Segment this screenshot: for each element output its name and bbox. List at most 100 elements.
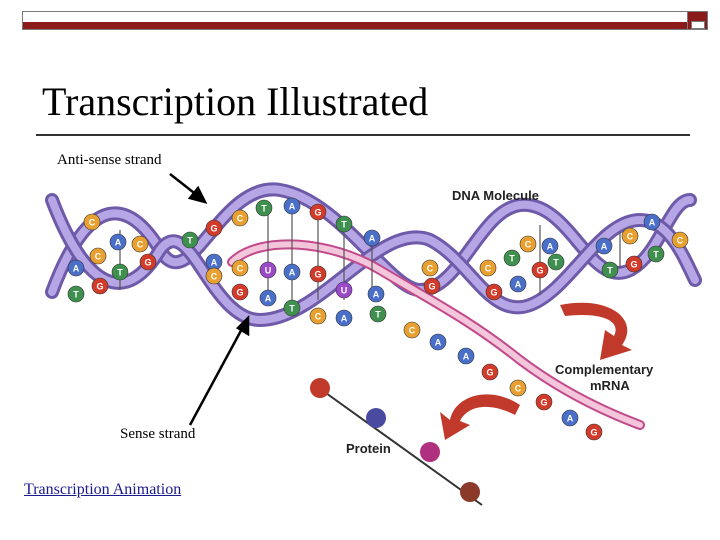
- nucleotide-bead: [283, 263, 301, 281]
- nucleotide-bead: [67, 285, 85, 303]
- nucleotide-letter: T: [187, 236, 193, 246]
- nucleotide-bead: [479, 259, 497, 277]
- red-curved-arrows: [440, 302, 632, 440]
- nucleotide-bead: [309, 307, 327, 325]
- nucleotide-letter: A: [211, 258, 218, 268]
- nucleotide-letter: U: [265, 266, 272, 276]
- nucleotide-letter: A: [289, 268, 296, 278]
- top-decorative-bar: [22, 11, 708, 30]
- nucleotide-bead: [283, 299, 301, 317]
- nucleotide-bead: [671, 231, 689, 249]
- nucleotide-letter: G: [144, 258, 151, 268]
- nucleotide-bead: [231, 209, 249, 227]
- nucleotide-bead: [503, 249, 521, 267]
- nucleotide-letter: G: [630, 260, 637, 270]
- protein-chain: [310, 378, 483, 506]
- nucleotide-letter: G: [314, 270, 321, 280]
- nucleotide-bead: [585, 423, 603, 441]
- nucleotide-letter: A: [567, 414, 574, 424]
- nucleotide-bead: [67, 259, 85, 277]
- nucleotide-bead: [421, 259, 439, 277]
- nucleotide-letter: A: [341, 314, 348, 324]
- nucleotide-bead: [205, 219, 223, 237]
- nucleotide-letter: T: [117, 268, 123, 278]
- nucleotide-letter: C: [237, 214, 244, 224]
- pointer-arrows: [169, 173, 250, 426]
- nucleotide-bead: [89, 247, 107, 265]
- nucleotide-letter: C: [237, 264, 244, 274]
- nucleotide-bead: [259, 261, 277, 279]
- nucleotide-bead: [335, 281, 353, 299]
- nucleotide-letter: A: [265, 294, 272, 304]
- nucleotide-bead: [601, 261, 619, 279]
- nucleotide-bead: [457, 347, 475, 365]
- nucleotide-letter: C: [515, 384, 522, 394]
- nucleotide-bead: [625, 255, 643, 273]
- nucleotide-bead: [647, 245, 665, 263]
- nucleotide-letter: C: [627, 232, 634, 242]
- nucleotide-letter: U: [341, 286, 348, 296]
- nucleotide-bead: [91, 277, 109, 295]
- nucleotide-letter: C: [427, 264, 434, 274]
- nucleotide-bead: [369, 305, 387, 323]
- nucleotide-letter: T: [73, 290, 79, 300]
- nucleotide-letter: G: [590, 428, 597, 438]
- nucleotide-letter: C: [409, 326, 416, 336]
- nucleotide-bead: [109, 233, 127, 251]
- nucleotide-letter: C: [89, 218, 96, 228]
- nucleotide-bead: [231, 259, 249, 277]
- nucleotide-bead: [131, 235, 149, 253]
- nucleotide-letter: A: [115, 238, 122, 248]
- nucleotide-bead: [423, 277, 441, 295]
- protein-label: Protein: [346, 441, 391, 456]
- nucleotide-letter: T: [289, 304, 295, 314]
- nucleotide-letter: G: [490, 288, 497, 298]
- dna-backbone: [45, 182, 702, 430]
- nucleotide-letter: G: [540, 398, 547, 408]
- nucleotide-bead: [429, 333, 447, 351]
- nucleotide-letter: A: [547, 242, 554, 252]
- nucleotide-letter: A: [601, 242, 608, 252]
- arrow-to-mrna-icon: [560, 302, 632, 360]
- nucleotide-bead: [519, 235, 537, 253]
- nucleotide-letter: A: [515, 280, 522, 290]
- nucleotide-bead: [547, 253, 565, 271]
- nucleotide-letter: G: [210, 224, 217, 234]
- nucleotide-bead: [561, 409, 579, 427]
- sense-strand-label: Sense strand: [120, 426, 196, 442]
- nucleotide-letter: A: [373, 290, 380, 300]
- nucleotide-letter: C: [315, 312, 322, 322]
- nucleotide-bead: [367, 285, 385, 303]
- nucleotide-bead: [481, 363, 499, 381]
- nucleotide-bead: [485, 283, 503, 301]
- nucleotide-letter: T: [375, 310, 381, 320]
- nucleotide-letter: G: [486, 368, 493, 378]
- title-divider: [36, 134, 690, 136]
- nucleotide-bead: [335, 309, 353, 327]
- transcription-animation-link[interactable]: Transcription Animation: [24, 481, 182, 498]
- nucleotide-bead: [621, 227, 639, 245]
- slide-title: Transcription Illustrated: [42, 79, 429, 124]
- nucleotide-bead: [309, 265, 327, 283]
- nucleotide-letter: T: [607, 266, 613, 276]
- nucleotide-letter: C: [677, 236, 684, 246]
- nucleotide-bead: [643, 213, 661, 231]
- nucleotide-bead: [139, 253, 157, 271]
- top-bar-square: [687, 12, 707, 29]
- nucleotide-bead: [535, 393, 553, 411]
- arrow-to-protein-icon: [440, 394, 520, 440]
- nucleotide-bead: [283, 197, 301, 215]
- nucleotide-letter: A: [649, 218, 656, 228]
- nucleotide-letter: A: [463, 352, 470, 362]
- nucleotide-letter: A: [369, 234, 376, 244]
- nucleotide-bead: [509, 379, 527, 397]
- nucleotide-letter: A: [73, 264, 80, 274]
- nucleotide-letter: C: [211, 272, 218, 282]
- nucleotide-bead: [255, 199, 273, 217]
- nucleotide-bead: [309, 203, 327, 221]
- nucleotide-letter: G: [96, 282, 103, 292]
- anti-sense-strand-label: Anti-sense strand: [57, 152, 162, 168]
- nucleotide-letter: C: [485, 264, 492, 274]
- nucleotide-letter: C: [137, 240, 144, 250]
